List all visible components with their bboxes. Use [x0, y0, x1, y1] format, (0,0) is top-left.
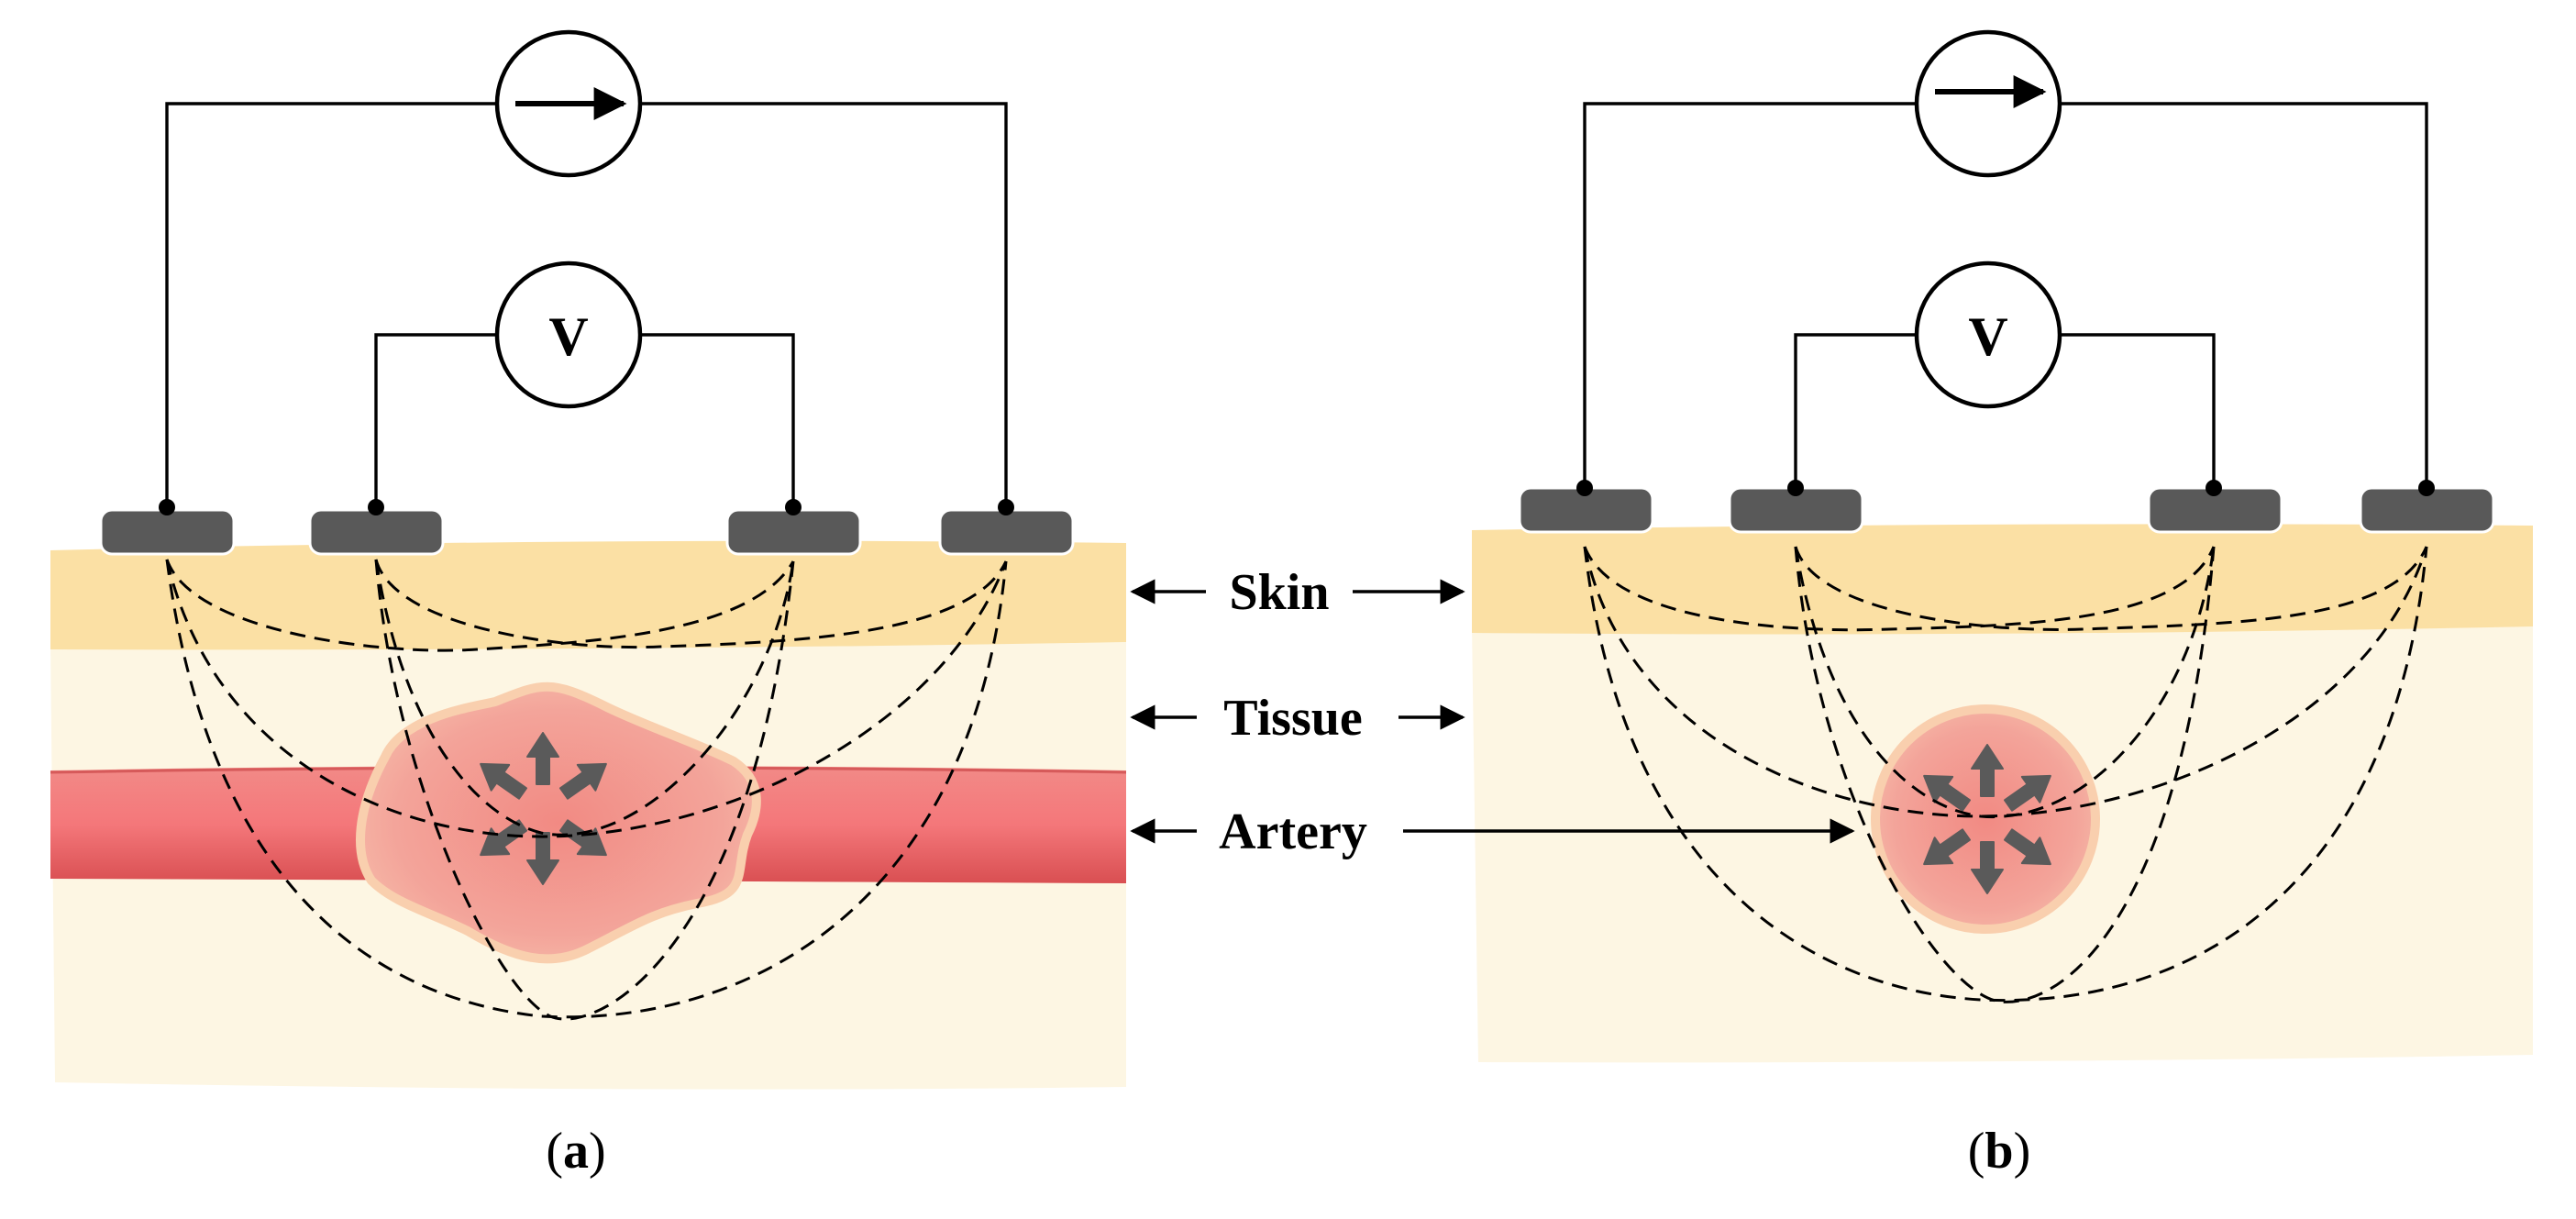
circuit-a: V	[159, 29, 1014, 515]
electrode-a1	[99, 508, 236, 556]
voltmeter-b	[1914, 260, 2062, 409]
current-source-b	[1914, 29, 2062, 178]
panel-label-b: (b)	[1968, 1123, 2030, 1180]
electrodes-a	[99, 508, 1075, 556]
pulse-region-a	[356, 682, 761, 964]
electrode-a2	[308, 508, 445, 556]
field-lines-b	[1583, 546, 2428, 1003]
skin-layer-a	[50, 540, 1126, 650]
panel-b: V (b)	[1472, 29, 2533, 1180]
tissue-label: Tissue	[1223, 690, 1362, 747]
voltmeter-label-a: V	[548, 306, 588, 367]
panel-a: V (a)	[50, 29, 1127, 1180]
panel-label-a: (a)	[546, 1123, 605, 1180]
electrode-a3	[725, 508, 862, 556]
field-lines-a	[165, 559, 1008, 1021]
skin-layer-b	[1472, 524, 2533, 635]
electrode-a4	[938, 508, 1075, 556]
circuit-b: V	[1576, 29, 2435, 496]
voltmeter-a	[494, 260, 643, 409]
artery-label: Artery	[1219, 803, 1367, 860]
skin-label: Skin	[1230, 564, 1330, 621]
electrodes-b	[1518, 486, 2495, 534]
pulse-region-b	[1871, 704, 2100, 934]
voltmeter-label-b: V	[1968, 306, 2007, 367]
layer-labels: Skin Tissue Artery	[1130, 564, 1855, 860]
